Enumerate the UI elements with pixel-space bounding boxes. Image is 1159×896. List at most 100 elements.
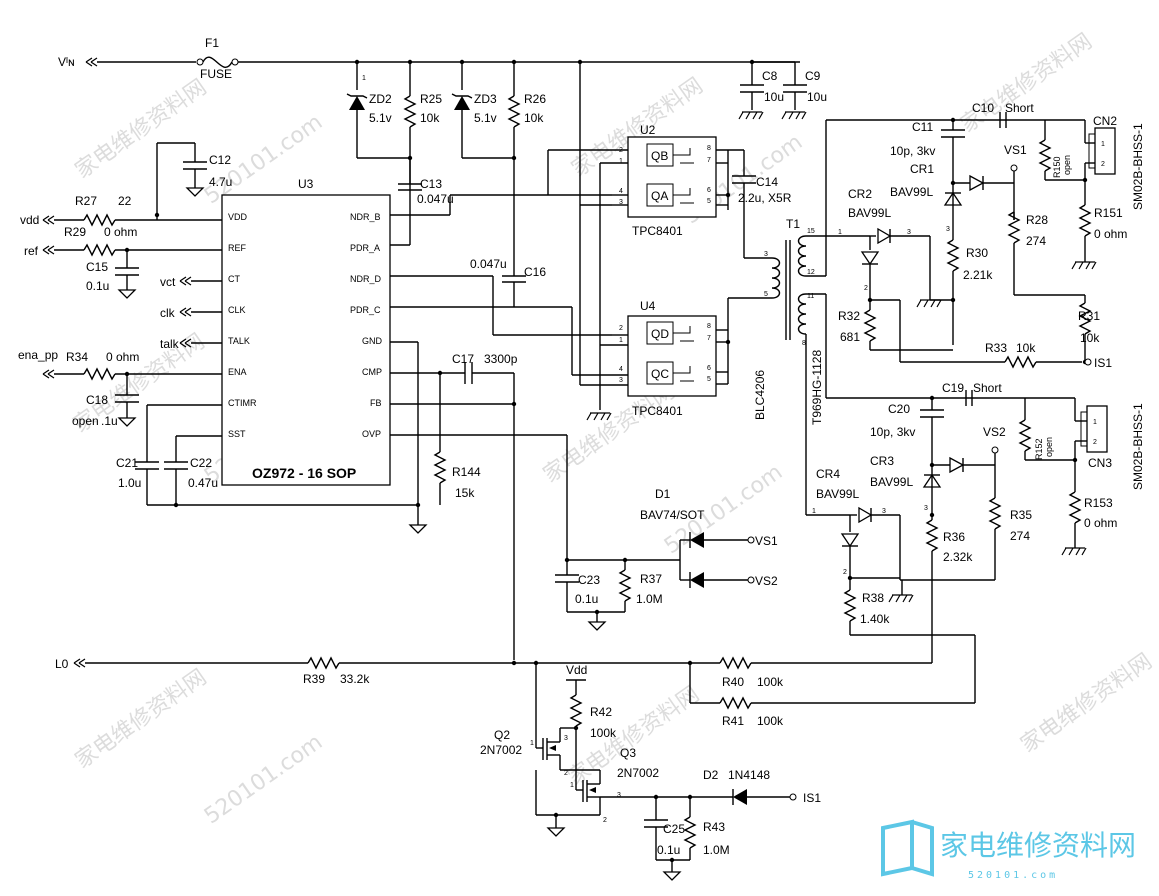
lo-input: L0 [55, 657, 308, 671]
svg-text:10u: 10u [764, 90, 784, 104]
svg-text:QB: QB [651, 149, 668, 163]
resistor-r153: R153 0 ohm [1061, 491, 1117, 556]
svg-text:OVP: OVP [362, 429, 381, 439]
svg-text:U2: U2 [640, 123, 656, 137]
diode-cr3: CR3 BAV99L VS2 3 [870, 425, 1006, 512]
resistor-r36: R36 2.32k [925, 505, 973, 580]
svg-text:CR4: CR4 [816, 467, 840, 481]
capacitor-c11: C11 10p, 3kv [890, 120, 965, 170]
svg-text:5: 5 [707, 376, 711, 383]
diode-cr4: CR4 BAV99L 1 3 2 [812, 467, 900, 590]
svg-text:TPC8401: TPC8401 [632, 404, 683, 418]
capacitor-c25: C25 0.1u [644, 797, 685, 860]
svg-text:2.2u, X5R: 2.2u, X5R [738, 191, 792, 205]
resistor-r30: R30 2.21k [946, 230, 993, 345]
svg-text:R153: R153 [1084, 496, 1113, 510]
svg-text:BAV99L: BAV99L [816, 487, 859, 501]
svg-text:U3: U3 [298, 177, 314, 191]
svg-text:Short: Short [973, 381, 1002, 395]
svg-text:VS2: VS2 [755, 574, 778, 588]
svg-text:15: 15 [807, 228, 815, 235]
ic-u3: U3 OZ972 - 16 SOP VDD REF CT CLK TALK EN… [221, 177, 391, 486]
svg-text:4: 4 [619, 366, 623, 373]
svg-text:ZD3: ZD3 [474, 92, 497, 106]
svg-text:C23: C23 [578, 573, 600, 587]
resistor-r28: R28 274 [1007, 211, 1048, 295]
svg-text:L0: L0 [55, 657, 69, 671]
svg-text:2.32k: 2.32k [943, 550, 973, 564]
svg-text:8: 8 [707, 145, 711, 152]
svg-text:3: 3 [619, 199, 623, 206]
svg-text:R26: R26 [524, 92, 546, 106]
svg-text:C14: C14 [756, 175, 778, 189]
svg-text:CR1: CR1 [910, 162, 934, 176]
svg-text:6: 6 [707, 187, 711, 194]
svg-text:2: 2 [564, 770, 568, 777]
svg-text:vct: vct [160, 275, 176, 289]
svg-text:R42: R42 [590, 705, 612, 719]
svg-text:CMP: CMP [362, 367, 382, 377]
svg-text:CN3: CN3 [1088, 456, 1112, 470]
svg-text:2: 2 [1093, 439, 1097, 446]
mosfet-q2: Q2 2N7002 1 3 2 [480, 663, 568, 777]
svg-text:R144: R144 [452, 465, 481, 479]
ena-input: ena_pp R34 0 ohm [18, 348, 222, 381]
svg-text:CLK: CLK [228, 305, 246, 315]
capacitor-c15: C15 0.1u [86, 247, 139, 299]
capacitor-c22: C22 0.47u [164, 435, 222, 505]
svg-text:SST: SST [228, 429, 246, 439]
zener-zd3: ZD3 5.1v [451, 62, 497, 158]
svg-text:C20: C20 [888, 402, 910, 416]
svg-text:7: 7 [707, 157, 711, 164]
svg-text:C15: C15 [86, 260, 108, 274]
diode-cr1: CR1 BAV99L VS1 3 [890, 143, 1027, 233]
svg-text:CTIMR: CTIMR [228, 398, 257, 408]
svg-text:8: 8 [802, 340, 806, 347]
talk-input: talk [160, 337, 222, 351]
svg-text:clk: clk [160, 306, 176, 320]
svg-text:0 ohm: 0 ohm [1094, 227, 1127, 241]
svg-text:F1: F1 [205, 36, 219, 50]
svg-text:D1: D1 [655, 487, 671, 501]
svg-text:IS1: IS1 [803, 791, 821, 805]
svg-text:0 ohm: 0 ohm [1084, 516, 1117, 530]
svg-text:vdd: vdd [20, 213, 39, 227]
svg-text:1.0M: 1.0M [636, 592, 663, 606]
svg-text:C12: C12 [209, 153, 231, 167]
svg-text:10k: 10k [1080, 331, 1100, 345]
vdd-input: vdd R27 22 [20, 194, 222, 227]
svg-text:R30: R30 [966, 246, 988, 260]
svg-text:1.0u: 1.0u [118, 476, 141, 490]
svg-text:家电维修资料网: 家电维修资料网 [1016, 649, 1157, 758]
svg-text:R38: R38 [862, 591, 884, 605]
vct-input: vct [160, 275, 222, 289]
svg-text:2N7002: 2N7002 [480, 743, 522, 757]
svg-text:3300p: 3300p [484, 352, 518, 366]
svg-text:C11: C11 [912, 120, 933, 134]
svg-text:R43: R43 [703, 820, 725, 834]
svg-text:2: 2 [864, 285, 868, 292]
svg-text:274: 274 [1010, 529, 1030, 543]
diode-d2: IS1 D2 1N4148 [690, 768, 821, 805]
svg-text:T969HG-1128: T969HG-1128 [810, 350, 824, 425]
svg-text:1: 1 [619, 337, 623, 344]
svg-text:VS2: VS2 [983, 425, 1006, 439]
svg-text:R151: R151 [1094, 206, 1123, 220]
capacitor-c17: C17 3300p [390, 352, 518, 660]
resistor-r40: R40 100k [719, 580, 933, 689]
svg-text:CT: CT [228, 274, 240, 284]
svg-text:R36: R36 [943, 530, 965, 544]
svg-text:NDR_B: NDR_B [350, 212, 381, 222]
svg-text:15k: 15k [455, 486, 475, 500]
svg-text:TPC8401: TPC8401 [632, 224, 683, 238]
svg-text:ZD2: ZD2 [369, 92, 392, 106]
svg-text:3: 3 [619, 377, 623, 384]
svg-text:ena_pp: ena_pp [18, 348, 58, 362]
svg-text:PDR_C: PDR_C [350, 305, 381, 315]
svg-text:SM02B-BHSS-1: SM02B-BHSS-1 [1131, 123, 1145, 210]
transformer-t1: T1 3 5 15 12 11 8 BLC4206 T969HG-1128 [753, 217, 824, 425]
svg-text:R25: R25 [420, 92, 442, 106]
svg-text:C19: C19 [942, 381, 964, 395]
